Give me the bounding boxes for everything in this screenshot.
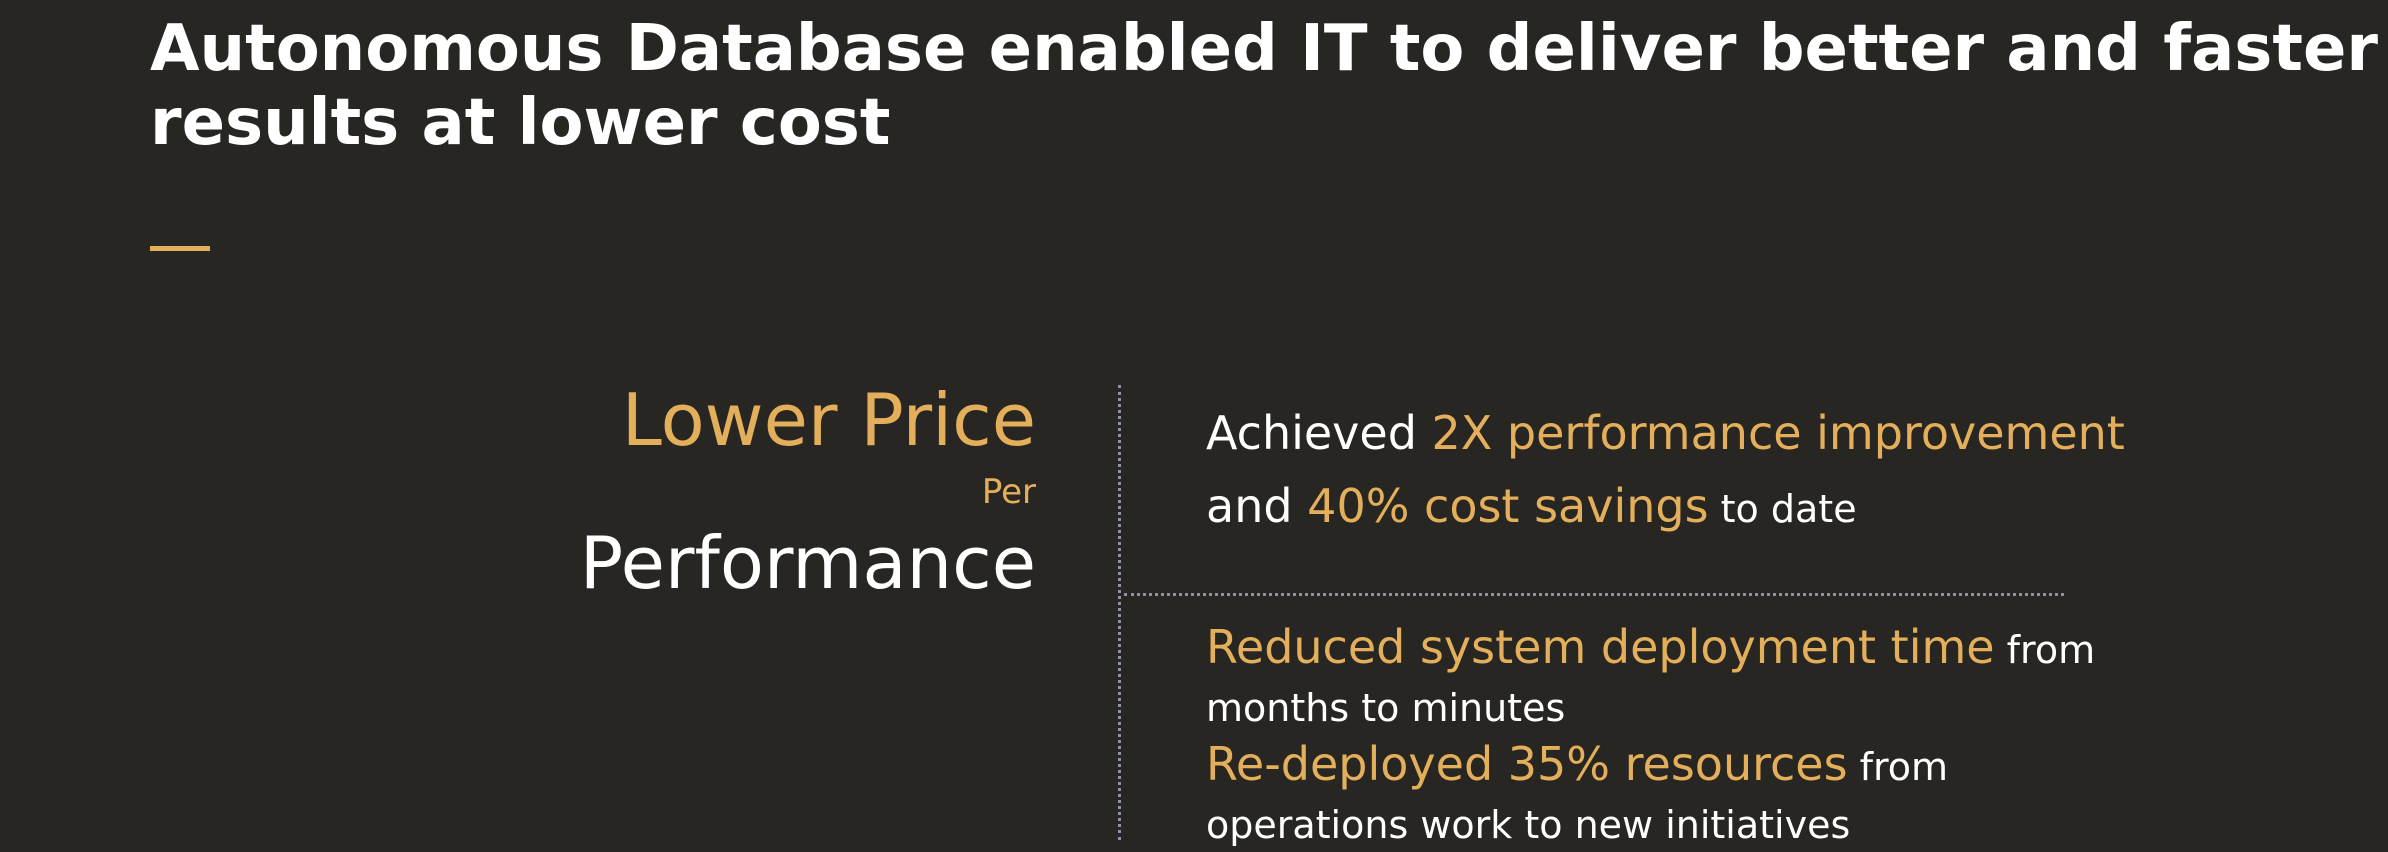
stat-highlight-performance: 2X performance improvement	[1431, 406, 2125, 460]
stat-prefix: Achieved	[1206, 406, 1432, 460]
slide-title-line-2: results at lower cost	[150, 86, 891, 160]
deployment-stat-line-3: Re-deployed 35% resources from	[1206, 739, 2095, 800]
lower-price-heading: Lower Price	[621, 378, 1036, 462]
stat-connector: and	[1206, 479, 1308, 533]
stat-highlight-resources: Re-deployed 35% resources	[1206, 737, 1848, 791]
performance-heading: Performance	[579, 521, 1036, 605]
deployment-stat: Reduced system deployment time from mont…	[1206, 622, 2095, 850]
stat-suffix: to date	[1708, 487, 1857, 531]
accent-bar	[150, 246, 210, 251]
resources-suffix: from	[1847, 745, 1949, 789]
slide-title: Autonomous Database enabled IT to delive…	[150, 12, 2378, 160]
vertical-divider	[1118, 385, 1121, 840]
performance-stat-line-2: and 40% cost savings to date	[1206, 475, 2125, 548]
per-connector: Per	[981, 472, 1036, 512]
performance-stat-line-1: Achieved 2X performance improvement	[1206, 402, 2125, 475]
deployment-suffix: from	[1994, 628, 2096, 672]
stat-highlight-cost-savings: 40% cost savings	[1307, 479, 1709, 533]
deployment-stat-line-2: months to minutes	[1206, 686, 1566, 730]
deployment-stat-line-4: operations work to new initiatives	[1206, 803, 1851, 847]
stat-highlight-deployment: Reduced system deployment time	[1206, 620, 1995, 674]
slide-title-line-1: Autonomous Database enabled IT to delive…	[150, 12, 2378, 86]
deployment-stat-line-1: Reduced system deployment time from	[1206, 622, 2095, 683]
performance-stat: Achieved 2X performance improvement and …	[1206, 402, 2125, 548]
horizontal-divider	[1124, 593, 2064, 596]
price-performance-label: Lower Price Per Performance	[580, 375, 1036, 609]
